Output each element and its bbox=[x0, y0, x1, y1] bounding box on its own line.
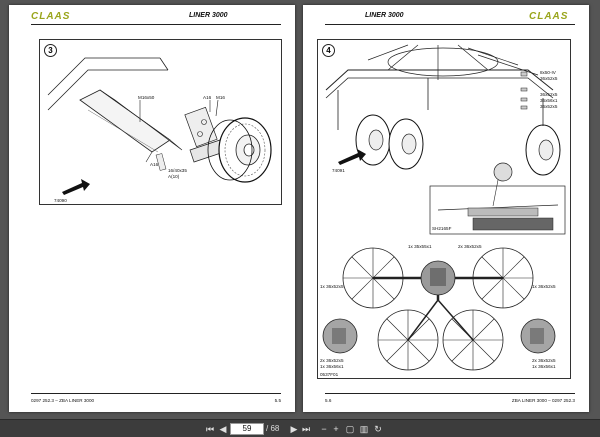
label-washer-3: 36x56x1 bbox=[540, 98, 558, 103]
label-rotor-mid-right: 1x 36x52x5 bbox=[532, 284, 556, 289]
label-rotor-top-right: 2x 36x52x5 bbox=[458, 244, 482, 249]
doc-title: LINER 3000 bbox=[365, 12, 404, 19]
claas-logo: CLAAS bbox=[31, 11, 71, 22]
figure-3: 3 bbox=[39, 39, 282, 205]
rake-drawing bbox=[322, 44, 566, 371]
page-number: 5.5 bbox=[274, 398, 281, 403]
label-a16-lower: A16 bbox=[150, 162, 159, 167]
axle-drawing bbox=[47, 57, 272, 195]
label-rotor-bottom-left-1: 2x 36x52x5 bbox=[320, 358, 344, 363]
footer-rule bbox=[325, 393, 575, 394]
label-bolt: M16x50 bbox=[138, 95, 155, 100]
label-rotor-top-left: 1x 35x55x1 bbox=[408, 244, 432, 249]
label-bolt: 8x50-IV bbox=[540, 70, 556, 75]
label-inset-code: SH2165F bbox=[432, 226, 452, 231]
page-number: 5.6 bbox=[325, 398, 332, 403]
label-figure-code: 74090 bbox=[54, 198, 67, 203]
label-rotor-code: 0537F01 bbox=[320, 372, 339, 377]
next-page-icon[interactable]: ▶ bbox=[290, 424, 298, 434]
fit-page-icon[interactable]: ▢ bbox=[345, 424, 355, 434]
two-page-icon[interactable]: ▥ bbox=[359, 424, 369, 434]
figure-number: 3 bbox=[44, 44, 57, 57]
label-rotor-bottom-right-1: 2x 36x52x5 bbox=[532, 358, 556, 363]
label-m16: M16 bbox=[216, 95, 225, 100]
label-washer-1: 36x52x5 bbox=[540, 76, 558, 81]
zoom-out-icon[interactable]: − bbox=[321, 424, 327, 434]
header-rule bbox=[325, 24, 575, 25]
label-a10: A(10) bbox=[168, 174, 180, 179]
prev-page-icon[interactable]: ◀ bbox=[219, 424, 227, 434]
label-bushing: 16/40x35 bbox=[168, 168, 187, 173]
footer-rule bbox=[31, 393, 281, 394]
footer-left: 0297 252.3 – ZBA LINER 3000 bbox=[31, 398, 95, 403]
label-washer-2: 36x52x5 bbox=[540, 92, 558, 97]
figure-number: 4 bbox=[322, 44, 335, 57]
total-pages: / 68 bbox=[266, 424, 280, 433]
right-page: LINER 3000 CLAAS 4 bbox=[303, 5, 589, 412]
first-page-icon[interactable]: ⏮ bbox=[205, 424, 215, 434]
page-toolbar: ⏮ ◀ 59 / 68 ▶ ⏭ − + ▢ ▥ ↻ bbox=[0, 419, 600, 437]
label-figure-code: 74091 bbox=[332, 168, 345, 173]
label-rotor-bottom-right-2: 1x 36x56x1 bbox=[532, 364, 556, 369]
figure-4: 4 bbox=[317, 39, 571, 379]
rotate-icon[interactable]: ↻ bbox=[374, 424, 382, 434]
doc-title: LINER 3000 bbox=[189, 12, 228, 19]
label-washer-4: 36x52x5 bbox=[540, 104, 558, 109]
left-page: CLAAS LINER 3000 3 bbox=[9, 5, 295, 412]
footer-right: ZBA LINER 3000 – 0297 252.3 bbox=[511, 398, 575, 403]
last-page-icon[interactable]: ⏭ bbox=[301, 424, 311, 434]
label-rotor-mid-left: 1x 36x52x5 bbox=[320, 284, 344, 289]
page-number-input[interactable]: 59 bbox=[230, 423, 264, 435]
label-rotor-bottom-left-2: 1x 36x56x1 bbox=[320, 364, 344, 369]
label-a16: A16 bbox=[203, 95, 212, 100]
header-rule bbox=[31, 24, 281, 25]
zoom-in-icon[interactable]: + bbox=[333, 424, 339, 434]
claas-logo: CLAAS bbox=[529, 11, 569, 22]
